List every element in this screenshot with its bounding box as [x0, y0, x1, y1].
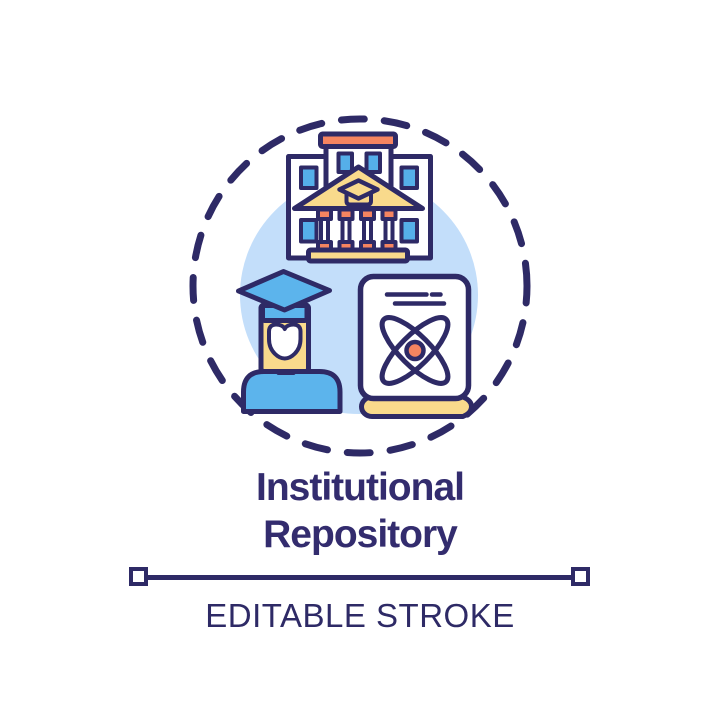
cap-board — [236, 269, 332, 313]
atom-nucleus — [404, 339, 426, 362]
divider-endpoint-left — [129, 567, 148, 586]
building-roof-bar — [318, 131, 398, 149]
graduation-cap-emblem-icon — [337, 178, 380, 207]
atom-icon — [379, 315, 451, 386]
wing-window — [399, 165, 419, 190]
divider-endpoint-right — [571, 567, 590, 586]
university-building-icon — [286, 131, 433, 264]
column — [337, 207, 355, 254]
column — [316, 207, 333, 254]
concept-title-line2: Repository — [263, 513, 458, 556]
gown — [241, 369, 343, 414]
editable-stroke-label: EDITABLE STROKE — [205, 597, 515, 634]
graduate-student-icon — [236, 269, 343, 414]
wing-window — [299, 165, 319, 190]
book-title-lines — [384, 292, 447, 306]
column — [380, 207, 398, 254]
wing-window — [399, 218, 419, 244]
building-base — [306, 247, 410, 264]
tower-window — [364, 151, 382, 174]
dashed-circle — [189, 115, 531, 457]
face — [267, 322, 303, 361]
wing-window — [299, 218, 319, 244]
concept-title: Institutional Repository — [0, 464, 720, 558]
mortarboard-icon — [236, 269, 332, 323]
concept-title-line1: Institutional — [256, 466, 465, 509]
book-cover — [357, 273, 472, 402]
emblem-cap-board — [337, 178, 380, 201]
tower-window — [336, 151, 354, 174]
divider-line — [147, 575, 572, 580]
book-pages — [359, 394, 474, 419]
column — [359, 207, 376, 254]
science-book-icon — [357, 273, 474, 419]
